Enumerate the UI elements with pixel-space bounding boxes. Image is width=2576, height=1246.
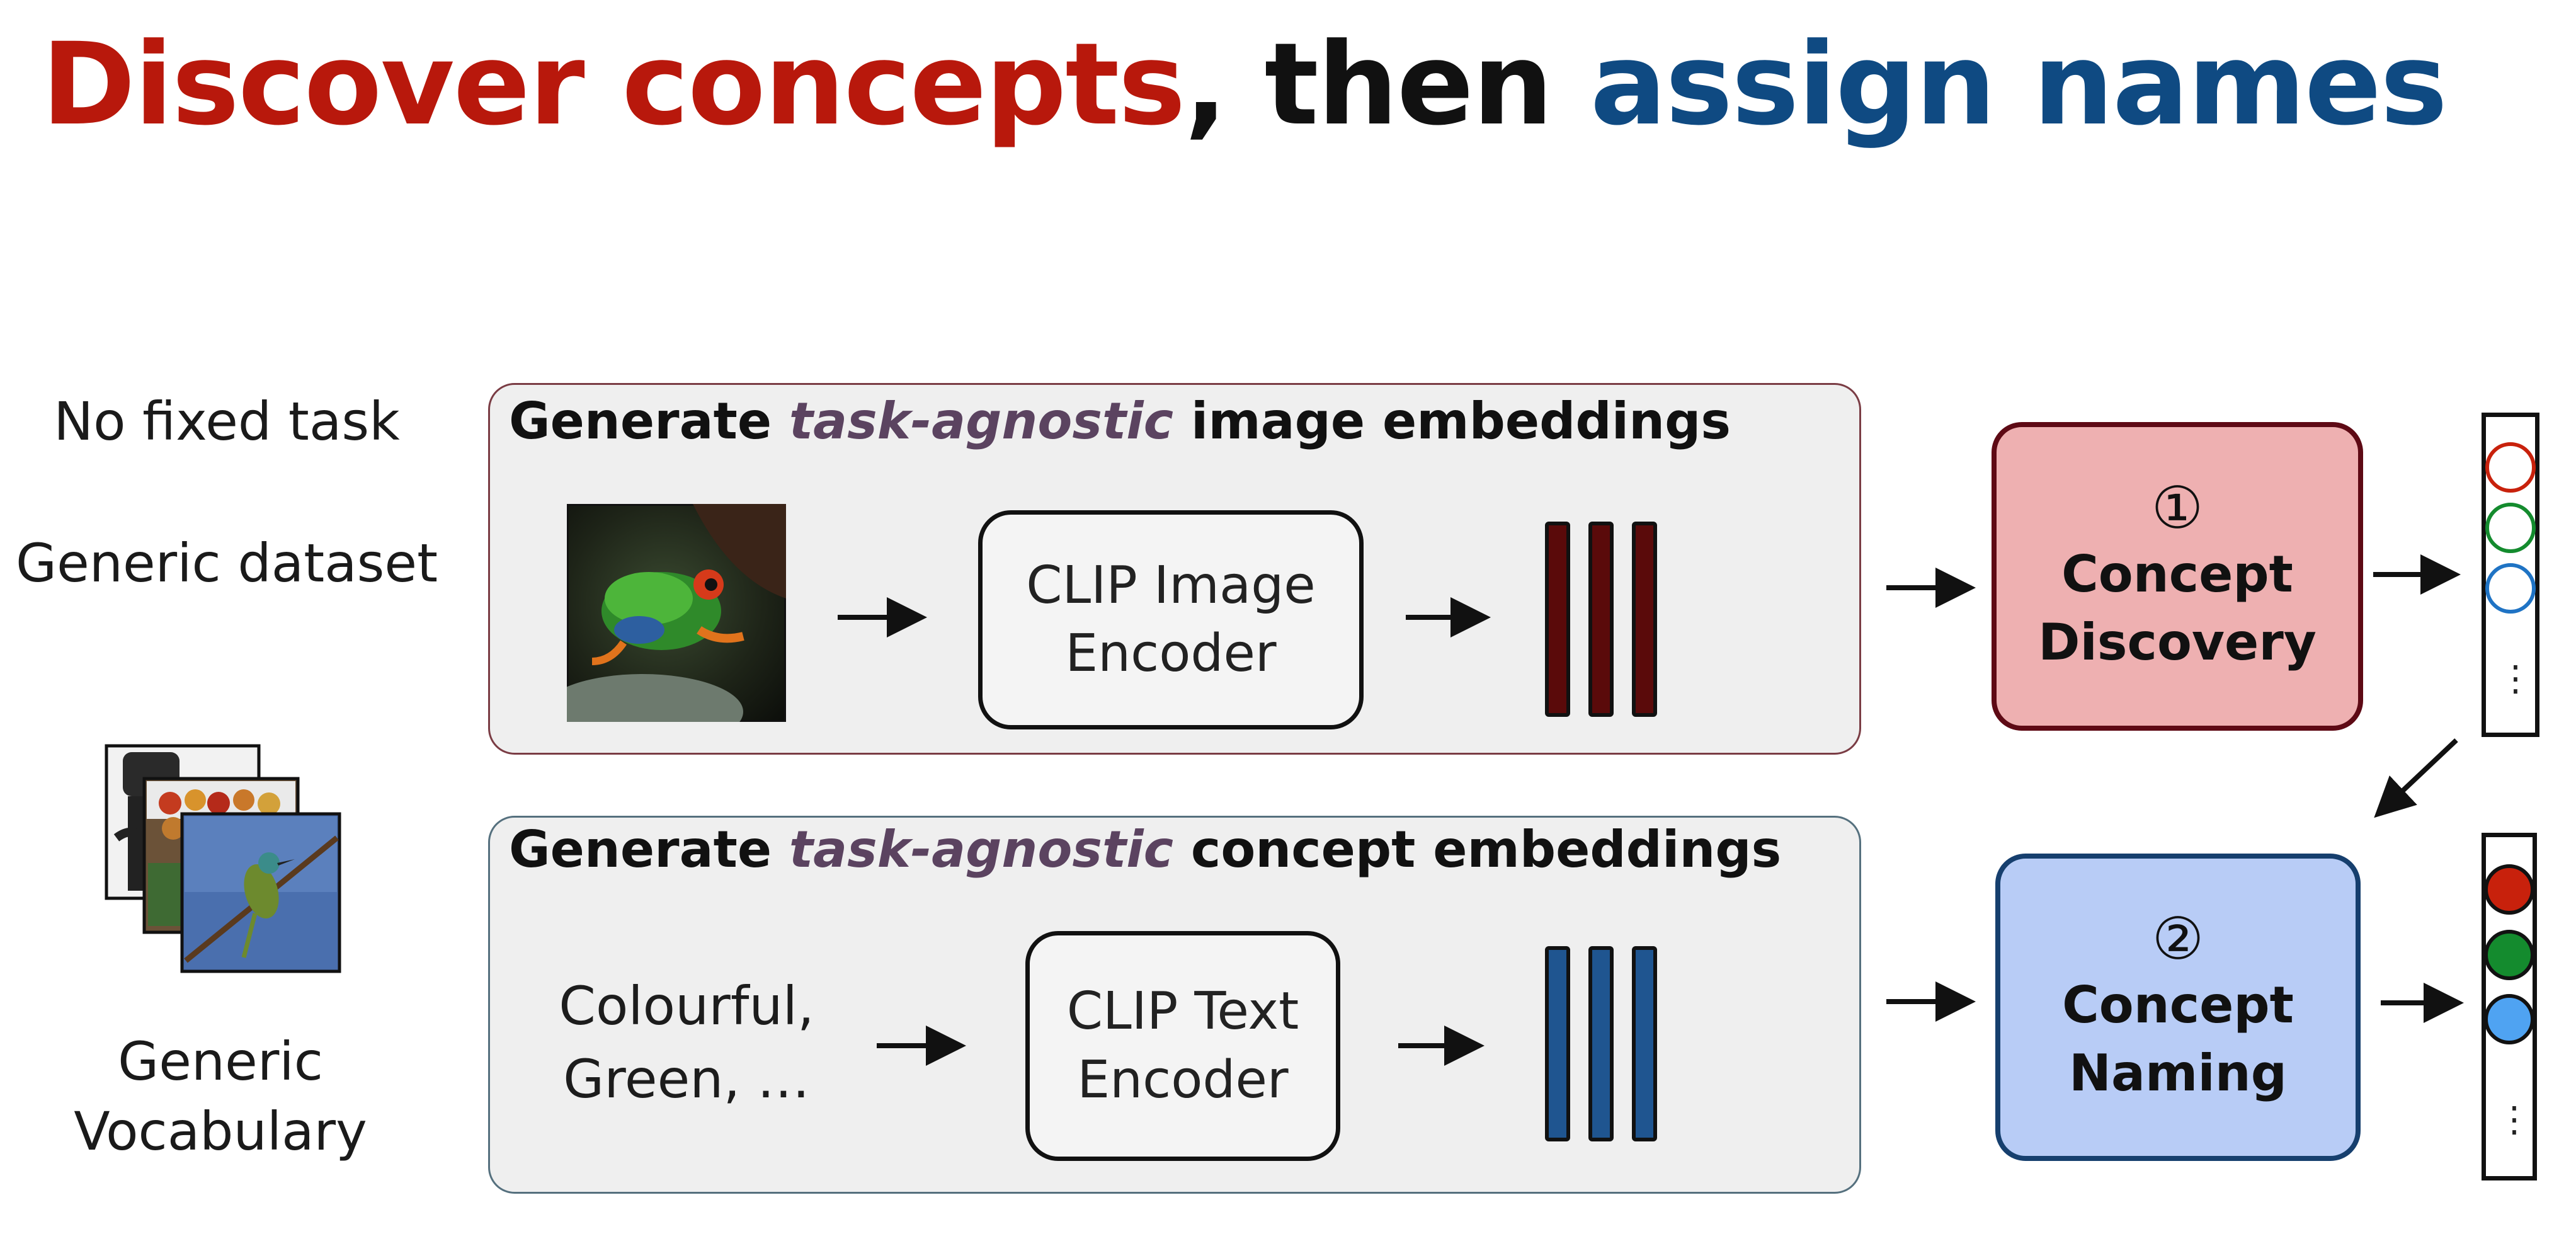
text-embedding-bar-1: [1545, 946, 1570, 1141]
label-generic-dataset: Generic dataset: [15, 532, 438, 594]
title-assign: assign names: [1590, 19, 2448, 151]
page-title: Discover concepts, then assign names: [0, 19, 2488, 151]
image-embedding-bar-1: [1545, 522, 1570, 717]
naming-step-number: ②: [2151, 905, 2204, 973]
text-embedding-bar-2: [1588, 946, 1614, 1141]
image-embedding-bar-3: [1632, 522, 1657, 717]
label-generic-vocabulary-line2: Vocabulary: [74, 1100, 367, 1162]
clip-image-encoder-line1: CLIP Image: [1026, 555, 1316, 615]
label-generic-vocabulary: Generic Vocabulary: [38, 1027, 403, 1167]
concept-words-line2: Green, …: [563, 1048, 810, 1110]
concept-word-list: Colourful, Green, …: [554, 970, 819, 1116]
image-panel-title: Generate task-agnostic image embeddings: [509, 392, 1731, 450]
image-panel-title-emphasis: task-agnostic: [789, 392, 1174, 450]
unnamed-concept-blue: [2485, 563, 2536, 614]
named-concept-green: [2484, 930, 2534, 980]
clip-text-encoder-line1: CLIP Text: [1066, 981, 1299, 1042]
label-no-fixed-task: No fixed task: [54, 391, 400, 452]
image-embedding-bar-2: [1588, 522, 1614, 717]
clip-image-encoder-line2: Encoder: [1065, 624, 1277, 683]
discovery-label-line1: Concept: [2061, 544, 2293, 603]
image-panel-title-suffix: image embeddings: [1173, 392, 1731, 450]
text-panel-title-emphasis: task-agnostic: [789, 820, 1174, 879]
naming-label-line2: Naming: [2069, 1043, 2287, 1102]
naming-label-line1: Concept: [2062, 975, 2294, 1034]
discovery-label-line2: Discovery: [2038, 612, 2317, 672]
text-embedding-bar-3: [1632, 946, 1657, 1141]
clip-text-encoder-line2: Encoder: [1077, 1049, 1289, 1110]
image-panel-title-prefix: Generate: [509, 392, 789, 450]
text-panel-title-prefix: Generate: [509, 820, 789, 879]
image-stack-icon: [105, 744, 341, 973]
concept-words-line1: Colourful,: [559, 975, 814, 1037]
discovery-step-number: ①: [2151, 474, 2204, 542]
clip-image-encoder: CLIP Image Encoder: [978, 510, 1364, 729]
clip-text-encoder: CLIP Text Encoder: [1025, 931, 1340, 1161]
text-panel-title-suffix: concept embeddings: [1173, 820, 1782, 879]
concept-naming-box: ② Concept Naming: [1995, 854, 2361, 1161]
unnamed-concept-red: [2485, 442, 2536, 493]
label-generic-vocabulary-line1: Generic: [118, 1031, 323, 1092]
title-comma: ,: [1184, 19, 1228, 151]
named-concept-red: [2484, 864, 2534, 915]
text-panel-title: Generate task-agnostic concept embedding…: [509, 820, 1781, 879]
concept-discovery-box: ① Concept Discovery: [1992, 422, 2363, 731]
title-discover: Discover concepts: [41, 19, 1186, 151]
named-concept-blue: [2484, 994, 2534, 1044]
unnamed-concept-green: [2485, 503, 2536, 553]
arrow-concepts-to-naming: [2374, 738, 2458, 818]
title-then: then: [1226, 19, 1590, 151]
dataset-images-icon: [104, 743, 343, 983]
